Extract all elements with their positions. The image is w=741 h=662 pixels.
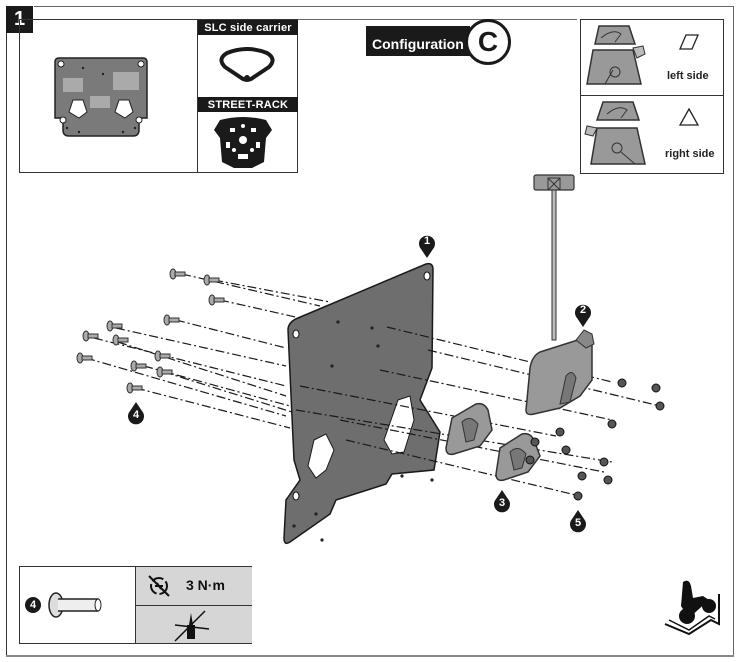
nut (573, 491, 583, 501)
callout-1: 1 (418, 234, 436, 258)
compatibility-box: SLC side carrier STREET-RACK (19, 19, 298, 173)
bolt (126, 382, 143, 394)
adapter-block-part (445, 402, 541, 482)
bolt (203, 274, 220, 286)
configuration-text: Configuration (366, 26, 470, 56)
configuration-letter: C (465, 19, 511, 65)
right-side-part-icon (584, 101, 646, 165)
nut (603, 475, 613, 485)
bolt (130, 360, 147, 372)
bolt (163, 314, 180, 326)
bolt (82, 330, 99, 342)
nut (607, 419, 617, 429)
bolts (76, 268, 225, 394)
page-frame-inner-top (34, 19, 577, 20)
motorcycle-side-icon (664, 580, 720, 636)
bolt-icon (48, 592, 102, 618)
bolt (208, 294, 225, 306)
page-frame-right (733, 6, 734, 656)
mounting-plate-part (283, 262, 441, 545)
page-frame-bottom (6, 655, 734, 657)
right-side-label: right side (665, 148, 715, 160)
page-frame-top (34, 6, 734, 7)
callout-2: 2 (574, 303, 592, 327)
street-rack-icon (214, 117, 272, 168)
spec-part-callout: 4 (25, 597, 41, 613)
callout-3: 3 (493, 490, 511, 513)
pull-tag (533, 174, 575, 341)
spec-detail-panel: 3 N·m (136, 567, 252, 643)
bolt (156, 366, 173, 378)
side-selection-box: left side right side (580, 19, 724, 174)
slc-side-carrier-label: SLC side carrier (198, 20, 298, 35)
compatibility-divider (197, 20, 198, 172)
bolt (112, 334, 129, 346)
lock-bracket-part (525, 329, 595, 416)
bolt (169, 268, 186, 280)
nut (577, 471, 587, 481)
street-rack-label: STREET-RACK (198, 97, 298, 112)
nut (651, 383, 661, 393)
spec-divider (135, 567, 136, 643)
fastener-spec-box: 4 3 N·m (19, 566, 252, 644)
mounting-plate-icon (54, 57, 148, 137)
left-side-part-icon (586, 25, 646, 85)
left-side-label: left side (667, 70, 709, 82)
torque-value: 3 N·m (186, 577, 225, 593)
bolt (76, 352, 93, 364)
spec-row-divider (136, 605, 252, 606)
callout-4: 4 (127, 402, 145, 425)
nut (561, 445, 571, 455)
bolt (106, 320, 123, 332)
slc-side-carrier-icon (219, 47, 275, 82)
torque-wrench-icon (148, 575, 170, 597)
page-frame-left (6, 33, 7, 656)
callout-5: 5 (569, 510, 587, 533)
parallelogram-symbol-icon (679, 34, 699, 50)
nut (655, 401, 665, 411)
side-divider (581, 95, 723, 96)
nut (530, 437, 540, 447)
no-threadlocker-icon (174, 610, 210, 642)
nut (525, 455, 535, 465)
nut (555, 427, 565, 437)
bolt (154, 350, 171, 362)
triangle-symbol-icon (679, 108, 699, 126)
nut (617, 378, 627, 388)
nuts (525, 378, 665, 501)
nut (599, 457, 609, 467)
